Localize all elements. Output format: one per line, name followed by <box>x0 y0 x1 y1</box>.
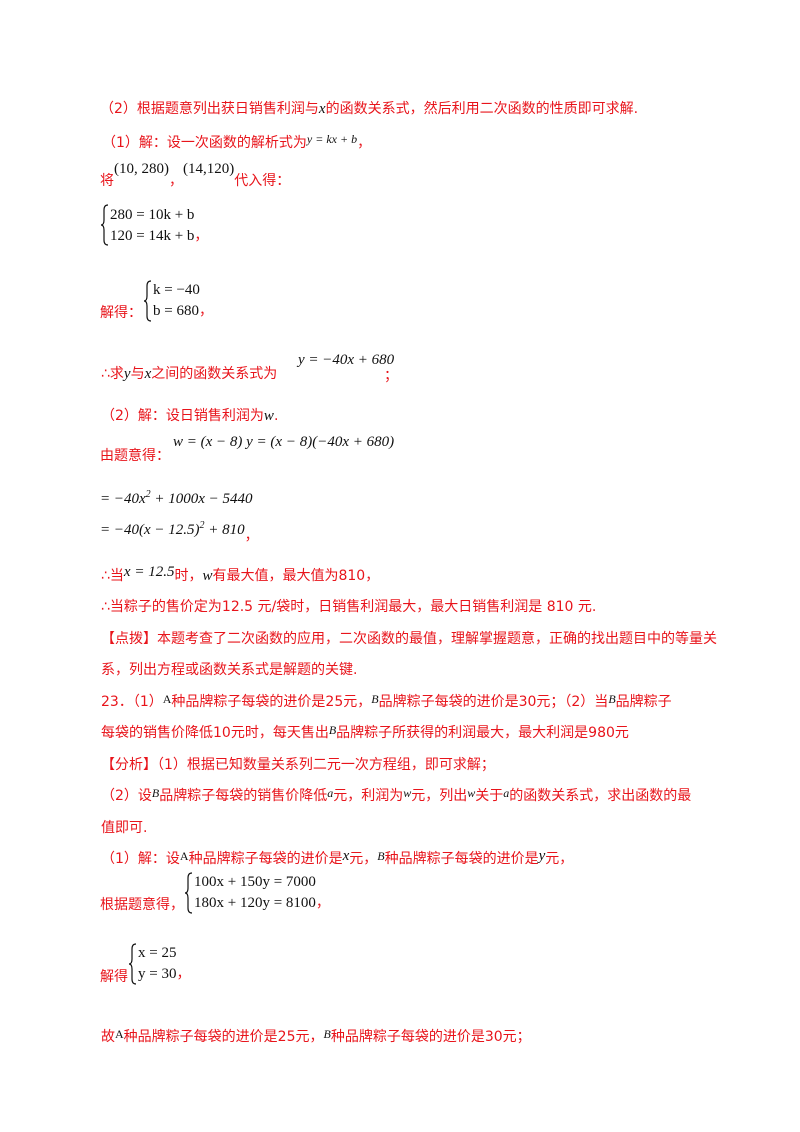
semicolon: ； <box>384 368 398 384</box>
equation-system-1: 280 = 10k + b 120 = 14k + b， <box>100 204 250 246</box>
answer-23-line-1: 23．（1）A种品牌粽子每袋的进价是25元，B品牌粽子每袋的进价是30元；（2）… <box>101 692 672 710</box>
final-conclusion: ∴当粽子的售价定为12.5 元/袋时，日销售利润最大，最大日销售利润是 810 … <box>101 599 597 615</box>
function-relation-conclusion: ∴求y与x之间的函数关系式为 <box>101 366 278 382</box>
profit-expanded: = −40x2 + 1000x − 5440 <box>100 489 253 507</box>
equation-system-4: x = 25 y = 30， <box>128 943 228 985</box>
left-brace-icon <box>184 872 193 914</box>
analysis-2: （2）设B品牌粽子每袋的销售价降低a元，利润为w元，列出w关于a的函数关系式，求… <box>101 786 692 804</box>
solution-23-intro: （1）解：设A种品牌粽子每袋的进价是x元，B种品牌粽子每袋的进价是y元， <box>101 848 574 867</box>
substitute-points: 将(10, 280)，(14,120)代入得： <box>100 161 291 189</box>
equation-system-3: 100x + 150y = 7000 180x + 120y = 8100， <box>184 872 354 914</box>
solve-result-1: 解得： <box>100 305 142 321</box>
analysis-2-end: 值即可. <box>101 820 148 836</box>
left-brace-icon <box>100 204 109 246</box>
solution-hint-2: （2）根据题意列出获日销售利润与x的函数关系式，然后利用二次函数的性质即可求解. <box>100 101 639 117</box>
solve-result-23: 解得 <box>100 969 128 985</box>
analysis-1: 【分析】（1）根据已知数量关系列二元一次方程组，即可求解； <box>101 757 495 773</box>
tip-line-2: 系，列出方程或函数关系式是解题的关键. <box>101 662 358 678</box>
conclusion-23-1: 故A种品牌粽子每袋的进价是25元，B种品牌粽子每袋的进价是30元； <box>101 1027 531 1045</box>
equation-system-2: k = −40 b = 680， <box>143 280 263 322</box>
left-brace-icon <box>143 280 152 322</box>
left-brace-icon <box>128 943 137 985</box>
profit-setup: 由题意得： <box>100 448 170 464</box>
linear-function: y = −40x + 680 <box>298 352 395 368</box>
solution-2-intro: （2）解：设日销售利润为w. <box>101 408 279 424</box>
profit-equation: w = (x − 8) y = (x − 8)(−40x + 680) <box>173 434 395 450</box>
profit-vertex-form: = −40(x − 12.5)2 + 810， <box>100 520 259 544</box>
tip-line-1: 【点拨】本题考查了二次函数的应用，二次函数的最值，理解掌握题意，正确的找出题目中… <box>101 631 717 647</box>
max-value-statement: ∴当x = 12.5时，w有最大值，最大值为810， <box>101 564 380 584</box>
answer-23-line-2: 每袋的销售价降低10元时，每天售出B品牌粽子所获得的利润最大，最大利润是980元 <box>101 723 629 741</box>
solution-1-intro: （1）解：设一次函数的解析式为y = kx + b， <box>102 132 372 151</box>
equation-setup-23: 根据题意得， <box>100 897 184 913</box>
